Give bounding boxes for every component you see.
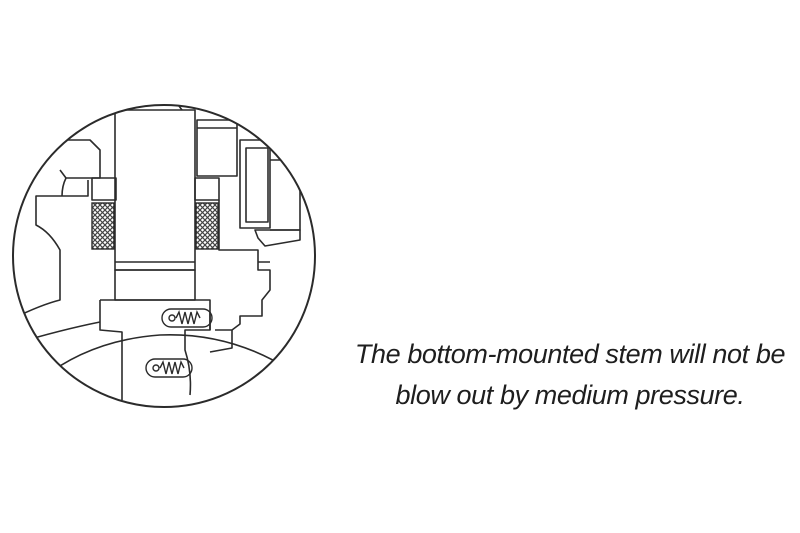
- packing-ring-right: [195, 202, 219, 250]
- valve-body-contour: [13, 180, 89, 321]
- packing-ring-left: [91, 202, 115, 250]
- caption: The bottom-mounted stem will not be blow…: [340, 334, 800, 416]
- caption-line-2: blow out by medium pressure.: [395, 380, 745, 410]
- spring-upper: [161, 308, 213, 328]
- valve-stem: [114, 105, 196, 301]
- caption-line-1: The bottom-mounted stem will not be: [354, 339, 786, 369]
- spring-lower: [145, 358, 193, 378]
- detail-circle: [12, 104, 316, 408]
